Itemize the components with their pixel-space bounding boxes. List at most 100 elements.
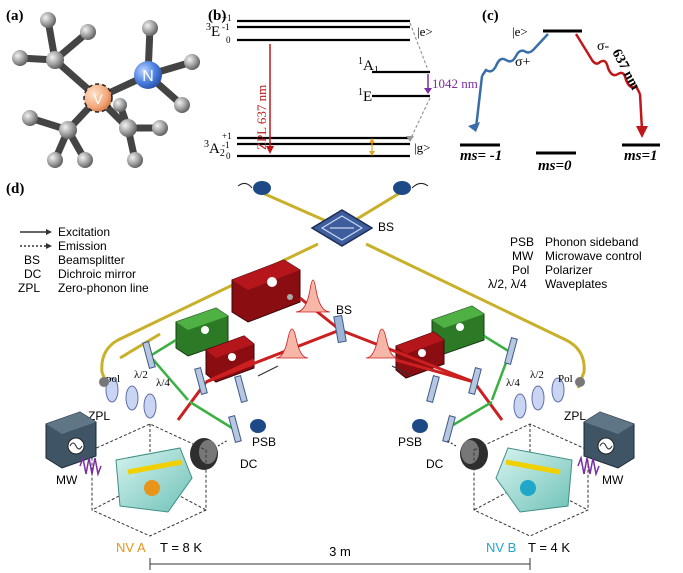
legend-right-0-key: PSB xyxy=(510,235,534,249)
isc-dashed-lower xyxy=(409,97,431,141)
ms-plus-label: ms=1 xyxy=(624,148,658,164)
pol-right-label: Pol xyxy=(558,373,573,385)
panel-a: (a) xyxy=(6,8,200,168)
vacancy-site xyxy=(83,83,113,113)
laser-red-center xyxy=(231,259,301,323)
legend-item-0-text: Excitation xyxy=(58,225,110,239)
dc-left-label: DC xyxy=(240,457,258,471)
state-3e: 3E xyxy=(206,22,220,40)
laser-red-left xyxy=(205,335,255,383)
nv-a-label: NV A xyxy=(116,540,146,555)
nv-a-site xyxy=(144,480,160,496)
legend-right-1-text: Microwave control xyxy=(545,249,642,263)
legend-right-0-text: Phonon sideband xyxy=(545,235,638,249)
temp-a-label: T = 8 K xyxy=(160,540,202,555)
ket-e-label: |e> xyxy=(417,24,433,39)
mw-right-label: MW xyxy=(602,473,624,487)
optical-fibers xyxy=(100,189,586,389)
ket-e-c: |e> xyxy=(512,24,528,39)
level-m1-label: -1 xyxy=(222,22,230,32)
legend-right-2-key: Pol xyxy=(512,263,529,277)
lam2-left-label: λ/2 xyxy=(134,369,148,381)
fiber-beamsplitter xyxy=(310,209,374,247)
nitrogen-label: N xyxy=(142,68,154,85)
legend-item-3-text: Dichroic mirror xyxy=(58,267,136,281)
pol-left-label: pol xyxy=(106,373,120,385)
lam4-right-label: λ/4 xyxy=(506,377,520,389)
excited-levels xyxy=(237,19,410,42)
temp-b-label: T = 4 K xyxy=(528,540,570,555)
bs-top-label: BS xyxy=(378,220,394,234)
legend-right-1-key: MW xyxy=(512,249,534,263)
ms-zero-label: ms=0 xyxy=(538,158,572,174)
mw-left-label: MW xyxy=(56,473,78,487)
psb-coupler-left xyxy=(250,419,266,433)
psb-coupler-right xyxy=(412,419,428,433)
panel-b: (b) +1 -1 0 3E |e> 1A1 1E 1042 nm +1 -1 … xyxy=(204,8,478,161)
beamsplitter-center xyxy=(333,314,347,344)
zpl-right-label: ZPL xyxy=(564,409,586,423)
panel-d: (d) Excitation Emission BS Beamsplitter … xyxy=(6,181,642,570)
mw-wave-right xyxy=(577,455,600,477)
legend-item-1-text: Emission xyxy=(58,239,107,253)
psb-left-label: PSB xyxy=(252,435,276,449)
pulse-center xyxy=(295,279,331,313)
distance-scale xyxy=(149,558,531,570)
pulse-left xyxy=(275,328,309,359)
sigma-minus-wave xyxy=(574,33,642,95)
legend-right-3-key: λ/2, λ/4 xyxy=(488,277,527,291)
panel-d-label: (d) xyxy=(6,181,24,197)
distance-label: 3 m xyxy=(329,544,351,559)
sigma-plus-wave xyxy=(480,33,549,77)
objective-left xyxy=(190,438,218,470)
legend-right-2-text: Polarizer xyxy=(545,263,592,277)
fiber-coupler-top-right xyxy=(393,181,429,195)
state-1a1: 1A1 xyxy=(358,56,379,76)
level-p1b-label: +1 xyxy=(222,131,232,141)
zpl-wavelength-label: ZPL 637 nm xyxy=(254,85,269,150)
dc-right-label: DC xyxy=(426,457,444,471)
sigma-minus-label: σ- xyxy=(597,39,610,54)
panel-c-label: (c) xyxy=(482,8,499,24)
mw-source-left xyxy=(45,411,97,469)
zpl-left-label: ZPL xyxy=(88,409,110,423)
nv-b-site xyxy=(520,480,536,496)
legend-item-2-key: BS xyxy=(24,253,40,267)
waveplates-right xyxy=(513,377,565,419)
c-wavelength-label: 637 nm xyxy=(608,47,642,93)
legend-right-3-text: Waveplates xyxy=(545,277,607,291)
lam4-left-label: λ/4 xyxy=(156,377,170,389)
mirrors xyxy=(142,337,518,443)
mw-wave-left xyxy=(79,455,102,477)
bs-mid-label: BS xyxy=(336,303,352,317)
level-p1-label: +1 xyxy=(222,13,232,23)
level-0-label: 0 xyxy=(226,35,231,45)
ms-minus-label: ms= -1 xyxy=(460,148,502,164)
legend-right: PSB Phonon sideband MW Microwave control… xyxy=(488,235,642,291)
psb-right-label: PSB xyxy=(398,435,422,449)
level-0b-label: 0 xyxy=(226,151,231,161)
nv-b-label: NV B xyxy=(486,540,516,555)
panel-a-label: (a) xyxy=(6,8,24,24)
fiber-coupler-zpl-left xyxy=(99,377,109,387)
ground-levels xyxy=(237,136,410,158)
level-m1b-label: -1 xyxy=(222,140,230,150)
legend-item-4-key: ZPL xyxy=(18,281,40,295)
ir-wavelength-label: 1042 nm xyxy=(432,76,478,91)
state-3a2: 3A2 xyxy=(204,139,225,159)
legend-left: Excitation Emission BS Beamsplitter DC D… xyxy=(18,225,149,295)
legend-item-4-text: Zero-phonon line xyxy=(58,281,149,295)
laser-green-left xyxy=(175,307,229,357)
state-1e: 1E xyxy=(358,87,372,105)
sigma-plus-label: σ+ xyxy=(515,55,531,70)
diamond-sample-left xyxy=(115,447,193,513)
fiber-coupler-zpl-right xyxy=(575,377,585,387)
vacancy-label: V xyxy=(93,91,103,107)
fiber-coupler-top-left xyxy=(237,181,271,195)
molecule-carbon-atoms xyxy=(12,12,200,168)
isc-dashed-upper xyxy=(409,22,429,71)
nitrogen-atom xyxy=(134,61,162,89)
pulse-right xyxy=(365,328,399,359)
setup-arrows xyxy=(217,365,457,447)
